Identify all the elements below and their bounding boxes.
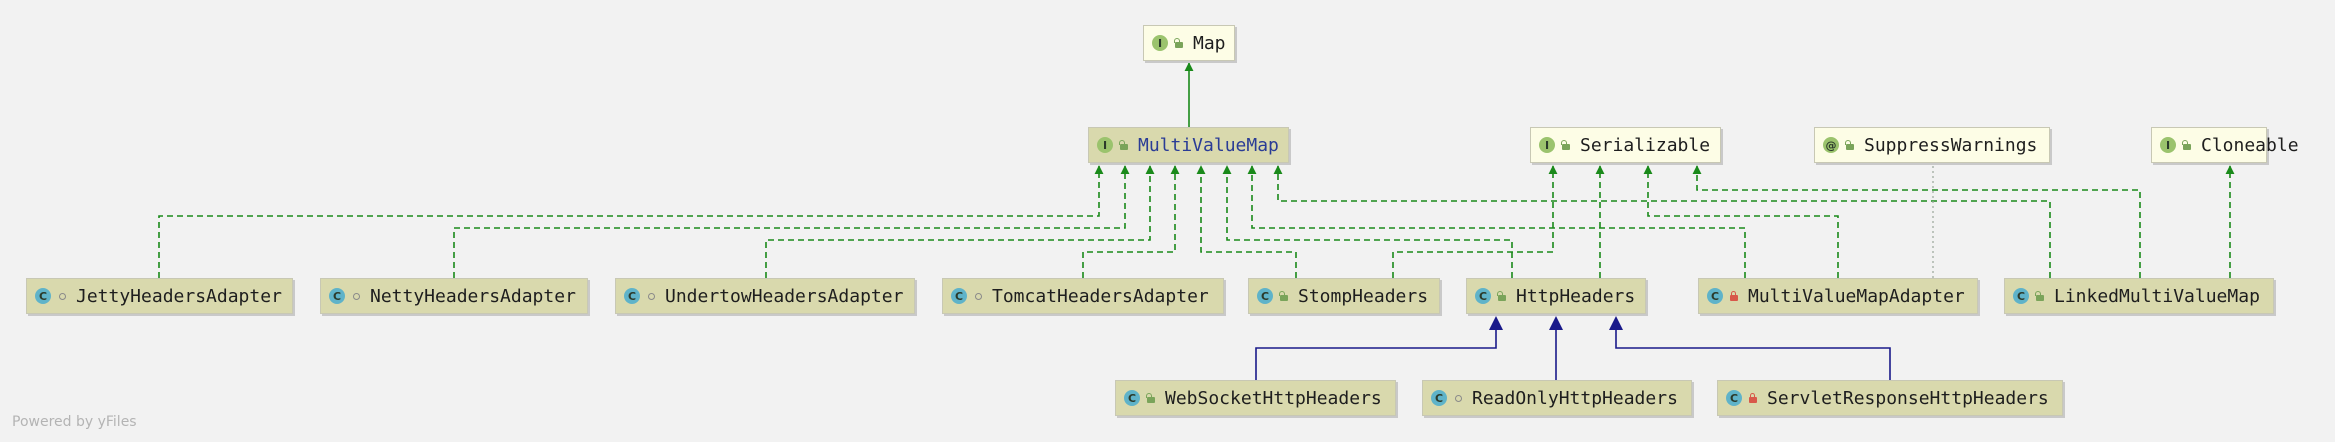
node-multivaluemap[interactable]: I MultiValueMap	[1088, 127, 1289, 163]
node-tomcatheadersadapter[interactable]: C TomcatHeadersAdapter	[942, 278, 1224, 314]
edge-undertow-multivaluemap	[765, 165, 1155, 278]
node-readonlyhttpheaders[interactable]: C ReadOnlyHttpHeaders	[1422, 380, 1692, 416]
interface-icon: I	[1539, 137, 1555, 153]
node-multivaluemapadapter[interactable]: C MultiValueMapAdapter	[1698, 278, 1978, 314]
node-serializable[interactable]: I Serializable	[1530, 127, 1721, 163]
class-icon: C	[1707, 288, 1723, 304]
node-websockethttpheaders[interactable]: C WebSocketHttpHeaders	[1115, 380, 1396, 416]
class-icon: C	[329, 288, 345, 304]
edge-tomcat-multivaluemap	[1082, 165, 1180, 278]
node-servletresponse-label: ServletResponseHttpHeaders	[1767, 387, 2049, 409]
public-lock-icon	[2182, 140, 2192, 150]
node-undertowheadersadapter[interactable]: C UndertowHeadersAdapter	[615, 278, 915, 314]
node-cloneable-label: Cloneable	[2201, 134, 2299, 156]
public-lock-icon	[1174, 38, 1184, 48]
edge-mvmadapter-serializable	[1643, 165, 1839, 278]
class-icon: C	[1431, 390, 1447, 406]
edge-netty-multivaluemap	[453, 165, 1130, 278]
interface-icon: I	[2160, 137, 2176, 153]
edge-layer	[158, 62, 2235, 380]
edge-linkedmvm-serializable	[1692, 165, 2141, 278]
edge-servletresponse-httpheaders	[1615, 328, 1891, 380]
package-private-icon	[646, 291, 656, 301]
package-private-icon	[1453, 393, 1463, 403]
public-lock-icon	[2035, 291, 2045, 301]
node-stomp-label: StompHeaders	[1298, 285, 1429, 307]
edge-httpheaders-multivaluemap	[1222, 165, 1513, 278]
class-icon: C	[624, 288, 640, 304]
node-serializable-label: Serializable	[1580, 134, 1711, 156]
arrowhead-websocket-httpheaders	[1489, 316, 1503, 330]
edge-stomp-serializable	[1392, 165, 1558, 278]
class-icon: C	[1475, 288, 1491, 304]
node-websocket-label: WebSocketHttpHeaders	[1165, 387, 1382, 409]
node-linkedmultivaluemap[interactable]: C LinkedMultiValueMap	[2004, 278, 2274, 314]
public-lock-icon	[1119, 140, 1129, 150]
node-multivaluemap-label: MultiValueMap	[1138, 134, 1279, 156]
public-lock-icon	[1279, 291, 1289, 301]
class-icon: C	[1124, 390, 1140, 406]
node-cloneable[interactable]: I Cloneable	[2151, 127, 2299, 163]
class-icon: C	[1257, 288, 1273, 304]
node-undertow-label: UndertowHeadersAdapter	[665, 285, 904, 307]
class-icon: C	[951, 288, 967, 304]
node-suppresswarnings[interactable]: @ SuppressWarnings	[1814, 127, 2050, 163]
node-linkedmvm-label: LinkedMultiValueMap	[2054, 285, 2260, 307]
public-lock-icon	[1561, 140, 1571, 150]
annotation-icon: @	[1823, 137, 1839, 153]
node-map-label: Map	[1193, 32, 1226, 54]
class-icon: C	[1726, 390, 1742, 406]
node-stompheaders[interactable]: C StompHeaders	[1248, 278, 1440, 314]
private-lock-icon	[1748, 393, 1758, 403]
edge-jetty-multivaluemap	[158, 165, 1104, 278]
edge-stomp-multivaluemap	[1196, 165, 1297, 278]
node-suppresswarnings-label: SuppressWarnings	[1864, 134, 2038, 156]
node-servletresponsehttpheaders[interactable]: C ServletResponseHttpHeaders	[1717, 380, 2063, 416]
public-lock-icon	[1497, 291, 1507, 301]
node-mvmadapter-label: MultiValueMapAdapter	[1748, 285, 1965, 307]
edge-mvmadapter-multivaluemap	[1247, 165, 1746, 278]
private-lock-icon	[1729, 291, 1739, 301]
node-netty-label: NettyHeadersAdapter	[370, 285, 576, 307]
arrowhead-readonly-httpheaders	[1549, 316, 1563, 330]
node-httpheaders[interactable]: C HttpHeaders	[1466, 278, 1646, 314]
edge-linkedmvm-multivaluemap	[1273, 165, 2051, 278]
package-private-icon	[57, 291, 67, 301]
node-httpheaders-label: HttpHeaders	[1516, 285, 1636, 307]
node-jetty-label: JettyHeadersAdapter	[76, 285, 282, 307]
package-private-icon	[351, 291, 361, 301]
node-jettyheadersadapter[interactable]: C JettyHeadersAdapter	[26, 278, 293, 314]
class-icon: C	[35, 288, 51, 304]
class-icon: C	[2013, 288, 2029, 304]
public-lock-icon	[1146, 393, 1156, 403]
node-tomcat-label: TomcatHeadersAdapter	[992, 285, 1209, 307]
interface-icon: I	[1152, 35, 1168, 51]
package-private-icon	[973, 291, 983, 301]
node-nettyheadersadapter[interactable]: C NettyHeadersAdapter	[320, 278, 588, 314]
node-readonly-label: ReadOnlyHttpHeaders	[1472, 387, 1678, 409]
interface-icon: I	[1097, 137, 1113, 153]
arrowhead-servletresponse-httpheaders	[1609, 316, 1623, 330]
node-map[interactable]: I Map	[1143, 25, 1235, 61]
edge-websocket-httpheaders	[1255, 328, 1497, 380]
public-lock-icon	[1845, 140, 1855, 150]
watermark: Powered by yFiles	[12, 414, 137, 430]
